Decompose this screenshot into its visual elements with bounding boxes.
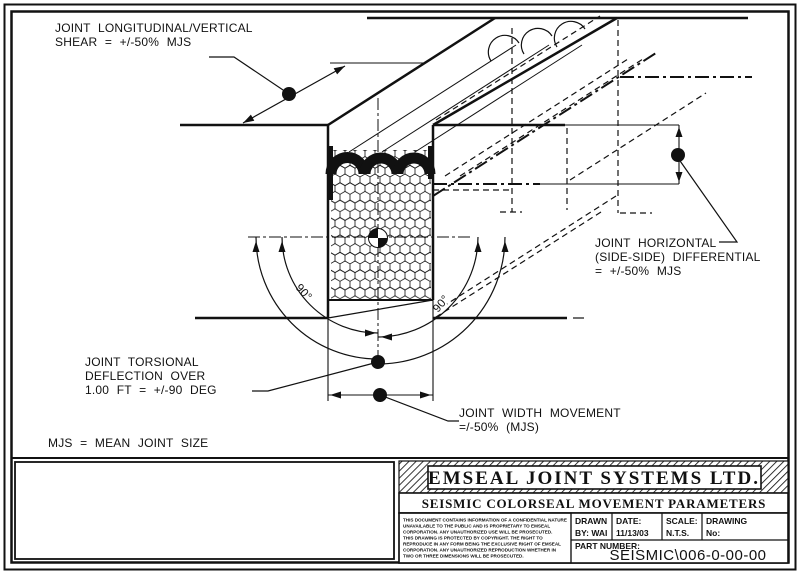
annotations: JOINT LONGITUDINAL/VERTICAL SHEAR = +/-5… [48, 21, 761, 450]
shear-note-line1: JOINT LONGITUDINAL/VERTICAL [55, 21, 253, 35]
svg-text:DRAWING: DRAWING [706, 516, 747, 526]
drawn-cell: DRAWN BY: WAI [575, 516, 607, 538]
width-note-line2: =/-50% (MJS) [459, 420, 539, 434]
svg-text:TWO OR THREE DIMENSIONS WILL B: TWO OR THREE DIMENSIONS WILL BE PROSECUT… [403, 554, 524, 559]
colorseal-foam [327, 150, 434, 319]
svg-text:THIS DRAWING IS PROTECTED BY C: THIS DRAWING IS PROTECTED BY COPYRIGHT. … [403, 536, 543, 541]
left-slab-edges [180, 16, 748, 320]
svg-text:CORPORATION. ANY UNAUTHORIZED: CORPORATION. ANY UNAUTHORIZED USE WILL B… [403, 530, 552, 535]
title-block: EMSEAL JOINT SYSTEMS LTD. SEISMIC COLORS… [11, 457, 789, 564]
leader-lines [209, 56, 739, 422]
part-number-value: SEISMIC\006-0-00-00 [609, 547, 766, 564]
shear-note-line2: SHEAR = +/-50% MJS [55, 35, 191, 49]
differential-note-line2: (SIDE-SIDE) DIFFERENTIAL [595, 250, 761, 264]
mjs-legend: MJS = MEAN JOINT SIZE [48, 436, 208, 450]
differential-note-line1: JOINT HORIZONTAL [595, 236, 717, 250]
bellows-profile [325, 20, 586, 200]
date-cell: DATE: 11/13/03 [616, 516, 649, 538]
drawing-title-row: SEISMIC COLORSEAL MOVEMENT PARAMETERS [398, 492, 789, 514]
width-leader-dot [373, 388, 387, 402]
scale-cell: SCALE: N.T.S. [666, 516, 698, 538]
svg-text:11/13/03: 11/13/03 [616, 528, 649, 538]
svg-text:No:: No: [706, 528, 720, 538]
svg-text:N.T.S.: N.T.S. [666, 528, 689, 538]
svg-text:CORPORATION. ANY UNAUTHORIZED: CORPORATION. ANY UNAUTHORIZED REPRODUCTI… [403, 548, 557, 553]
company-name: EMSEAL JOINT SYSTEMS LTD. [428, 468, 760, 489]
disclaimer-text: THIS DOCUMENT CONTAINS INFORMATION OF A … [403, 518, 567, 559]
info-grid: THIS DOCUMENT CONTAINS INFORMATION OF A … [398, 512, 789, 564]
arc-arrowheads [252, 241, 509, 341]
revision-box [14, 461, 395, 560]
rotation-arcs [255, 236, 506, 365]
centerlines [248, 98, 470, 356]
company-banner: EMSEAL JOINT SYSTEMS LTD. [398, 460, 789, 494]
torsional-note-line3: 1.00 FT = +/-90 DEG [85, 383, 217, 397]
torsional-note-line1: JOINT TORSIONAL [85, 355, 199, 369]
torsional-leader-dot [371, 355, 385, 369]
svg-text:REPRODUCE IN ANY FORM BEING TH: REPRODUCE IN ANY FORM BEING THE EXCLUSIV… [403, 542, 561, 547]
svg-text:THIS DOCUMENT CONTAINS INFORMA: THIS DOCUMENT CONTAINS INFORMATION OF A … [403, 518, 567, 523]
angle-label-left: 90° [293, 282, 314, 303]
svg-text:SCALE:: SCALE: [666, 516, 698, 526]
svg-text:DATE:: DATE: [616, 516, 642, 526]
displaced-slab-dashed-outline [432, 15, 707, 320]
drawing-title: SEISMIC COLORSEAL MOVEMENT PARAMETERS [422, 496, 766, 511]
part-number-cell: PART NUMBER: SEISMIC\006-0-00-00 [575, 541, 766, 564]
width-note-line1: JOINT WIDTH MOVEMENT [459, 406, 621, 420]
joint-detail: JOINT LONGITUDINAL/VERTICAL SHEAR = +/-5… [48, 15, 761, 450]
svg-text:DRAWN: DRAWN [575, 516, 607, 526]
svg-text:UNAVAILABLE TO THE PUBLIC AND: UNAVAILABLE TO THE PUBLIC AND IS PROPRIE… [403, 524, 550, 529]
torsional-note-line2: DEFLECTION OVER [85, 369, 205, 383]
differential-leader-dot [671, 148, 685, 162]
differential-note-line3: = +/-50% MJS [595, 264, 681, 278]
drawing-no-cell: DRAWING No: [706, 516, 747, 538]
svg-text:PART NUMBER:: PART NUMBER: [575, 541, 640, 551]
shear-leader-dot [282, 87, 296, 101]
torsion-center-symbol [368, 228, 388, 248]
leader-dots [282, 87, 685, 402]
svg-text:BY: WAI: BY: WAI [575, 528, 607, 538]
